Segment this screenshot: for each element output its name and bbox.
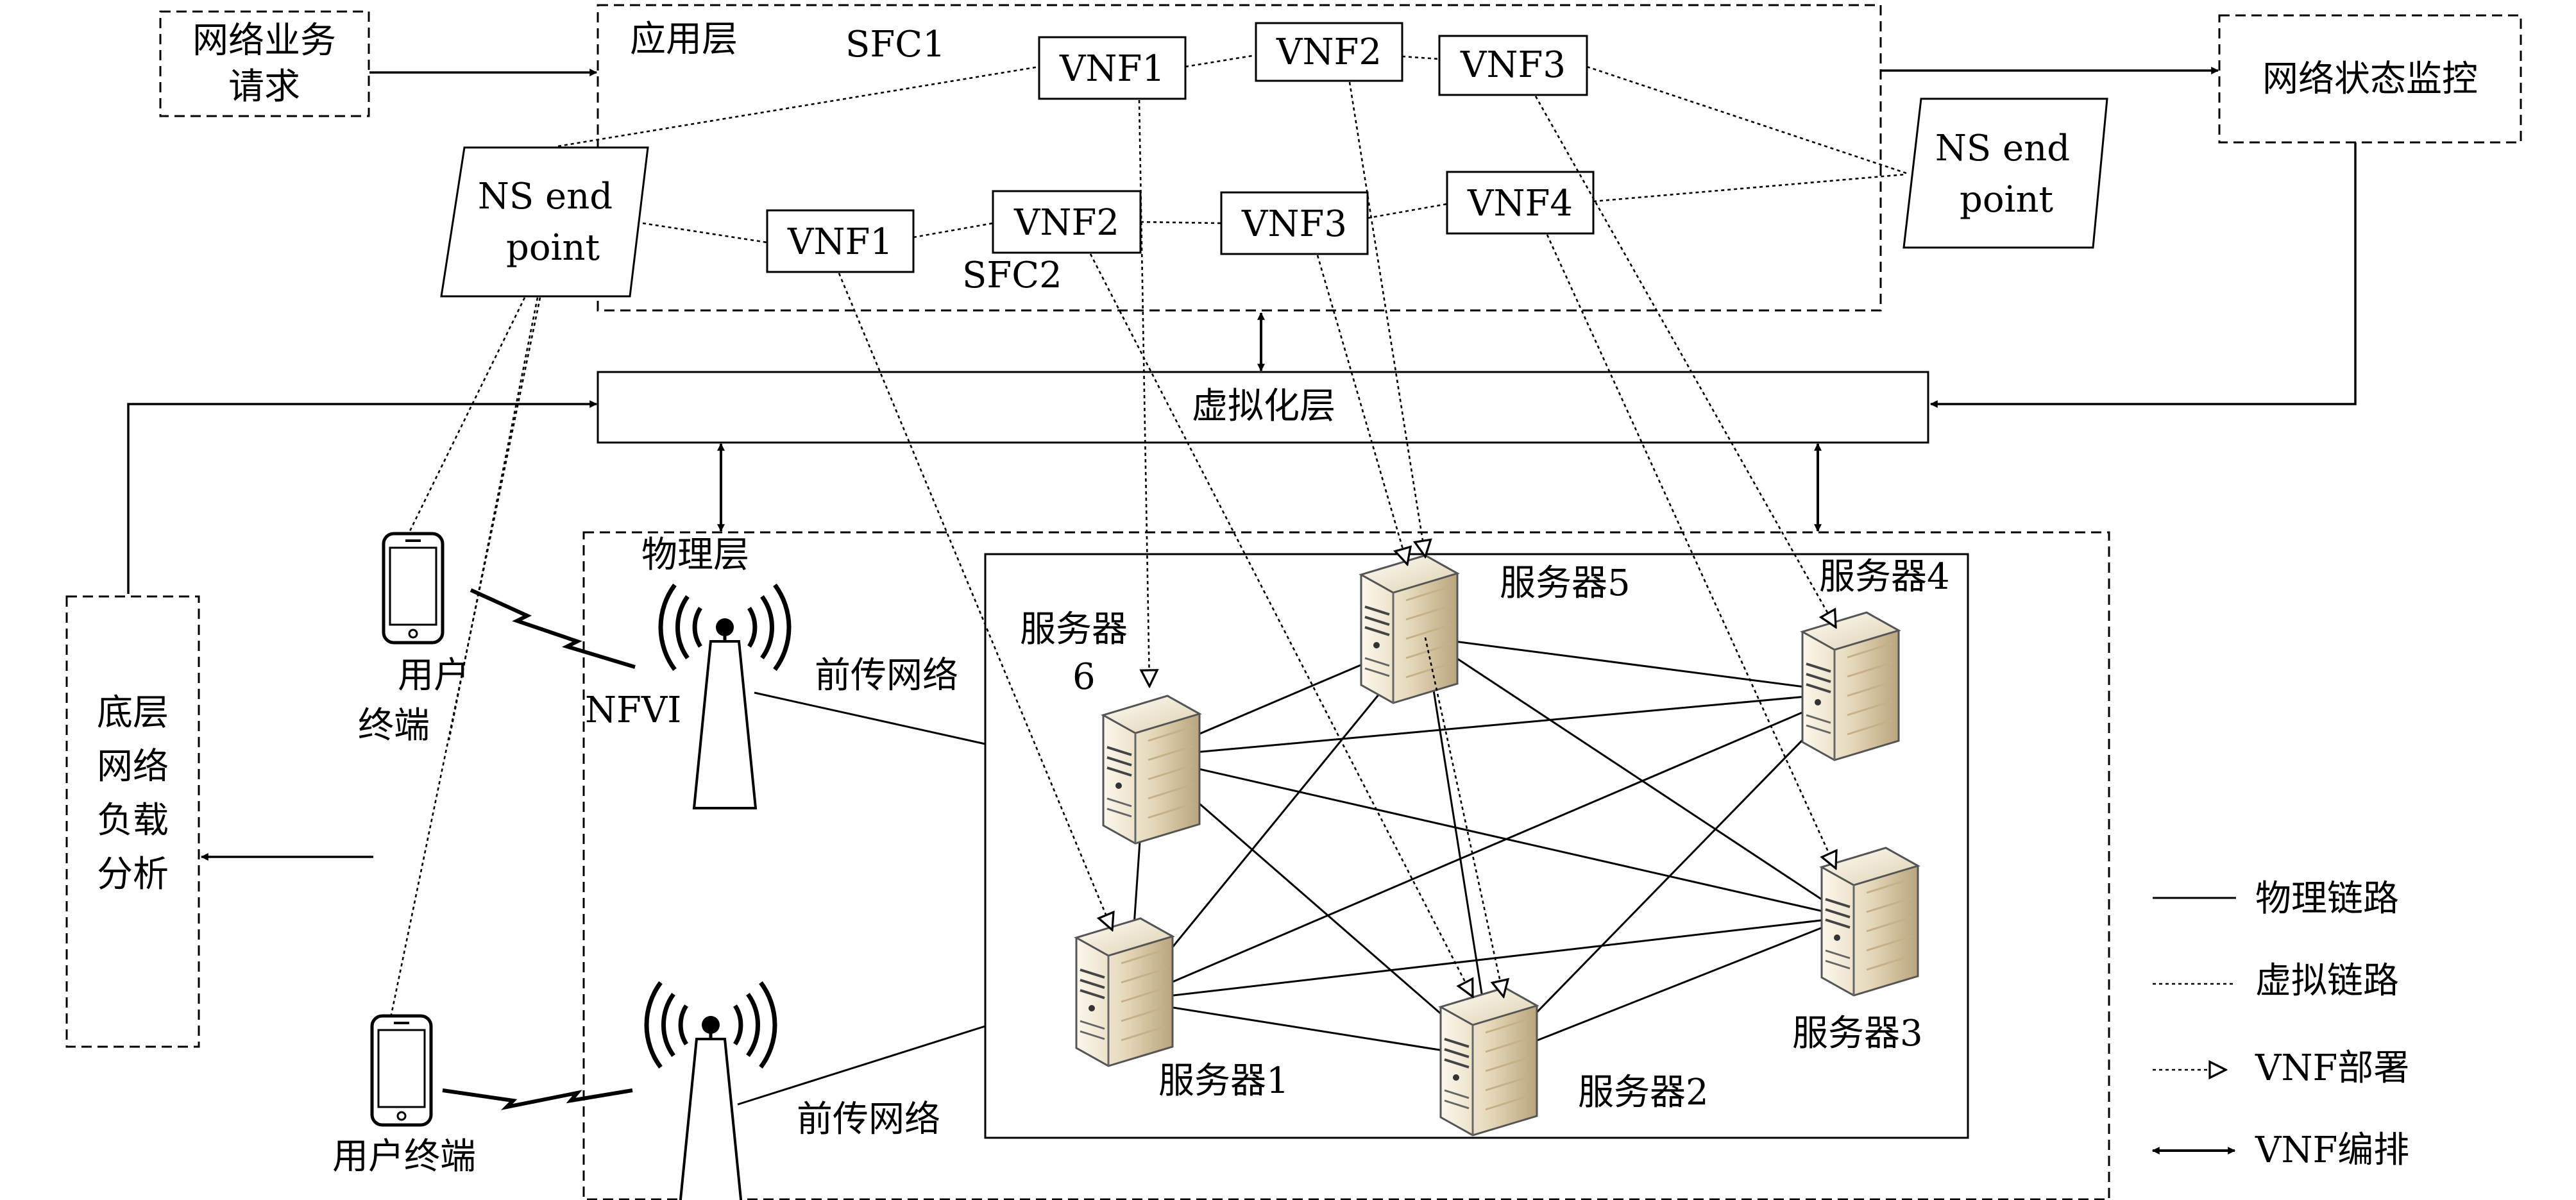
- legend-virtual-link: 虚拟链路: [2255, 960, 2399, 1002]
- user-terminal-label-bottom: 用户终端: [332, 1136, 476, 1178]
- fronthaul-link-top: [754, 691, 986, 745]
- user-terminal-label-top-2: 终端: [358, 705, 430, 747]
- svg-text:NS end: NS end: [478, 176, 613, 217]
- svg-text:负载: 负载: [97, 800, 169, 841]
- antenna-tower-icon: [647, 983, 775, 1200]
- server-6-label: 服务器: [1020, 609, 1128, 650]
- svg-text:point: point: [1960, 179, 2054, 221]
- server-4-label: 服务器4: [1819, 556, 1950, 598]
- legend-vnf-orchestration: VNF编排: [2255, 1129, 2409, 1171]
- server-6-icon: [1102, 695, 1201, 845]
- server-5-label: 服务器5: [1500, 562, 1631, 604]
- server-4-icon: [1801, 611, 1900, 761]
- physical-layer: 物理层: [582, 531, 2110, 1200]
- server-1-label: 服务器1: [1158, 1060, 1289, 1102]
- application-layer-label: 应用层: [630, 19, 738, 60]
- svg-text:VNF3: VNF3: [1460, 44, 1566, 86]
- sfc1-label: SFC1: [845, 24, 945, 65]
- vnf-deploy-arrows: [838, 81, 1836, 997]
- server-1-icon: [1075, 917, 1174, 1067]
- svg-text:VNF2: VNF2: [1276, 31, 1382, 73]
- svg-text:网络状态监控: 网络状态监控: [2262, 58, 2478, 100]
- sfc1-vnf3: VNF3: [1438, 35, 1588, 96]
- network-load-analysis-box: 底层 网络 负载 分析: [65, 595, 200, 1048]
- svg-text:VNF3: VNF3: [1241, 203, 1347, 245]
- fronthaul-link-bottom: [737, 1025, 986, 1106]
- physical-layer-label: 物理层: [641, 534, 749, 576]
- svg-text:网络业务: 网络业务: [192, 20, 336, 62]
- svg-text:VNF2: VNF2: [1013, 202, 1119, 244]
- sfc2-vnf4: VNF4: [1446, 171, 1595, 235]
- server-3-icon: [1820, 847, 1919, 997]
- svg-text:分析: 分析: [97, 854, 169, 895]
- server-6-label-num: 6: [1072, 656, 1096, 698]
- svg-text:VNF4: VNF4: [1467, 183, 1573, 224]
- virtual-link-ns-terminal-2: [448, 297, 539, 741]
- fronthaul-label-top: 前传网络: [815, 655, 958, 697]
- fronthaul-label-bottom: 前传网络: [797, 1099, 940, 1140]
- server-physical-mesh: [1128, 636, 1850, 1060]
- lightning-link-icon: [470, 588, 636, 669]
- ns-end-point-left: NS end point: [440, 146, 649, 298]
- legend-vnf-deploy: VNF部署: [2255, 1047, 2409, 1089]
- server-2-icon: [1439, 986, 1538, 1137]
- sfc1-vnf1: VNF1: [1038, 36, 1187, 100]
- virtual-link-ns-terminal-1: [408, 297, 526, 533]
- smartphone-icon: [372, 1016, 431, 1125]
- server-3-label: 服务器3: [1792, 1013, 1923, 1054]
- user-terminal-label-top: 用户: [398, 655, 470, 697]
- smartphone-icon: [384, 534, 443, 643]
- sfc2-vnf3: VNF3: [1220, 191, 1369, 255]
- virtualization-layer: 虚拟化层: [597, 371, 1929, 444]
- sfc2-virtual-links: [642, 173, 1906, 244]
- legend: 物理链路 虚拟链路 VNF部署 VNF编排: [2151, 878, 2409, 1171]
- svg-text:VNF1: VNF1: [1059, 48, 1165, 90]
- nfvi-label: NFVI: [585, 689, 681, 731]
- server-5-icon: [1360, 554, 1459, 704]
- load-analysis-to-virtualization-arrow: [127, 400, 598, 594]
- sfc2-label: SFC2: [962, 255, 1062, 296]
- sfc2-vnf1: VNF1: [766, 209, 915, 273]
- svg-text:请求: 请求: [228, 66, 300, 108]
- svg-text:VNF1: VNF1: [787, 221, 893, 263]
- svg-text:虚拟化层: 虚拟化层: [1192, 385, 1335, 427]
- lightning-link-icon: [442, 1088, 633, 1110]
- svg-text:底层: 底层: [97, 692, 169, 734]
- network-state-monitor-box: 网络状态监控: [2218, 14, 2522, 144]
- svg-text:NS end: NS end: [1935, 128, 2070, 169]
- sfc2-vnf2: VNF2: [992, 190, 1142, 254]
- virtual-link-ns-terminal-3: [390, 297, 541, 1015]
- server-2-label: 服务器2: [1578, 1072, 1709, 1113]
- legend-physical-link: 物理链路: [2255, 878, 2399, 920]
- svg-text:网络: 网络: [97, 746, 169, 788]
- svg-text:point: point: [506, 227, 600, 269]
- network-service-request-box: 网络业务 请求: [159, 10, 370, 117]
- ns-end-point-right: NS end point: [1902, 97, 2108, 249]
- sfc1-virtual-links: [557, 54, 1907, 174]
- monitor-to-virtualization-arrow: [1929, 142, 2357, 408]
- sfc1-vnf2: VNF2: [1255, 22, 1403, 82]
